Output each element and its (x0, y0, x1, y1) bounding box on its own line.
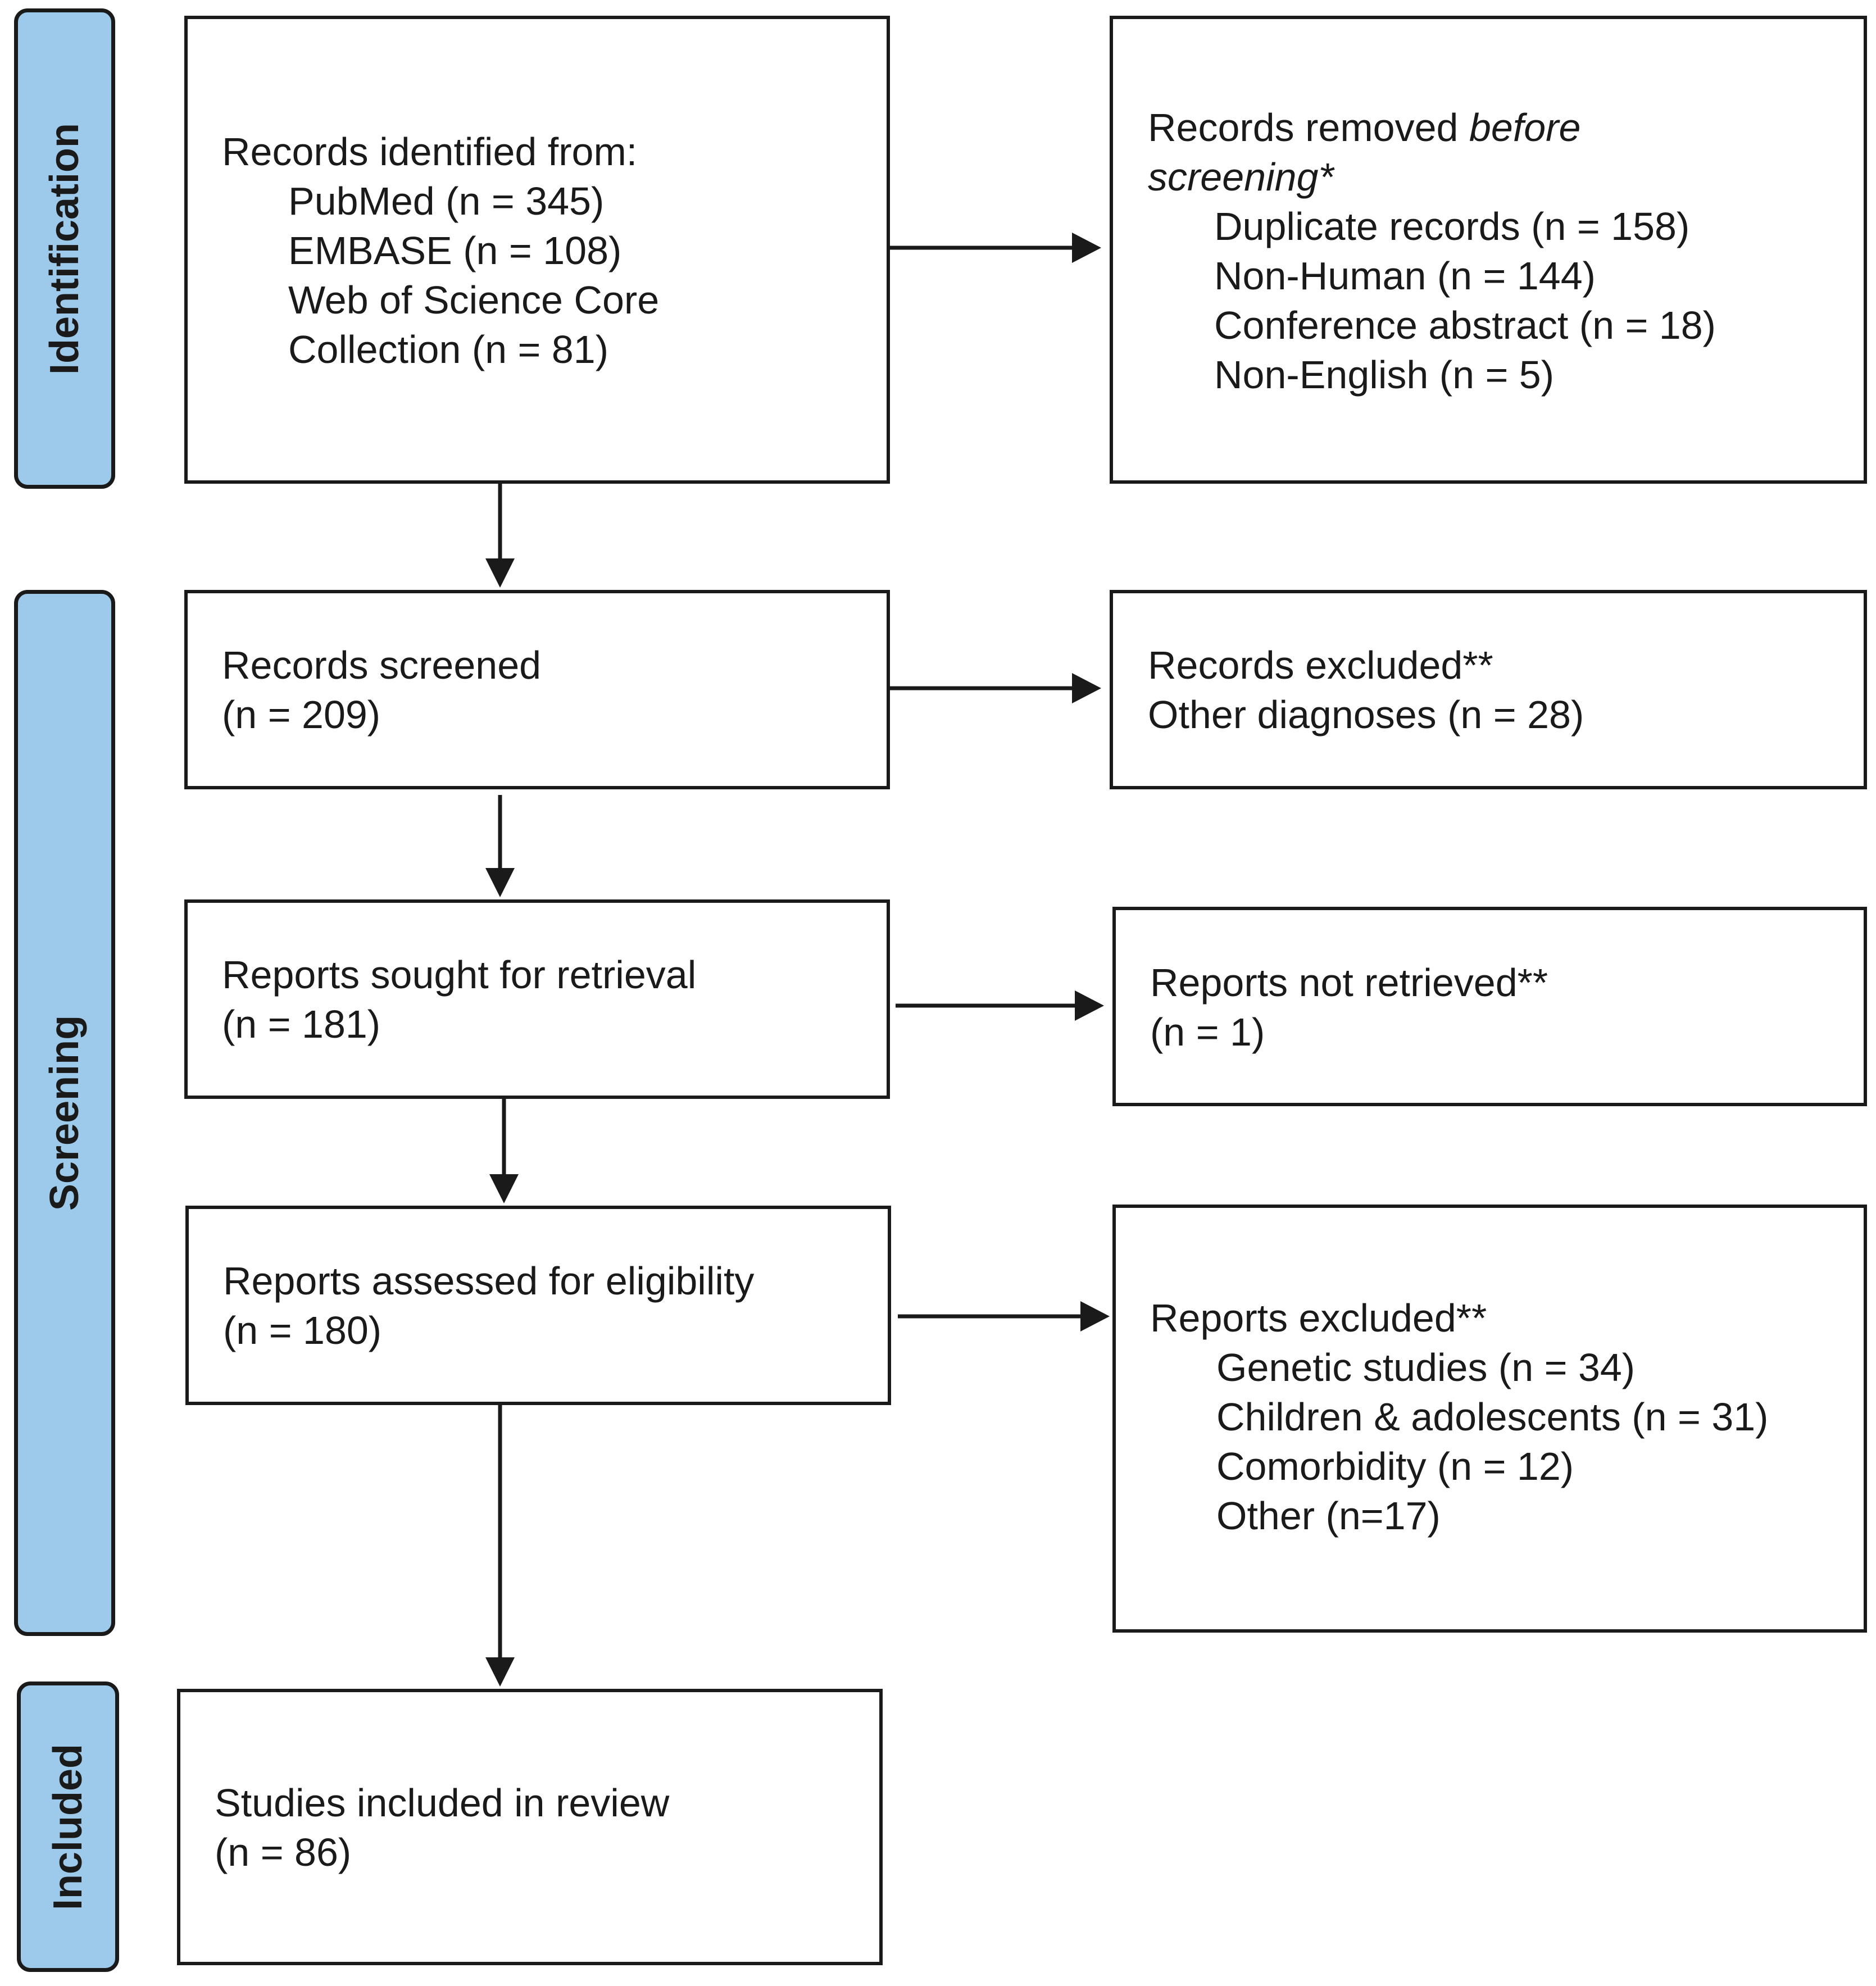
records-excluded-detail: Other diagnoses (n = 28) (1148, 693, 1584, 737)
records-removed-text: Records removed before screening* Duplic… (1148, 103, 1716, 399)
records-excluded-box (1110, 590, 1867, 789)
records-removed-heading-italic: before (1469, 106, 1581, 149)
reports-excluded-item: Children & adolescents (n = 31) (1216, 1395, 1769, 1439)
phase-identification: Identification (14, 8, 115, 489)
reports-not-retrieved-box (1112, 907, 1867, 1106)
reports-excluded-box (1112, 1205, 1867, 1633)
reports-excluded-text: Reports excluded** Genetic studies (n = … (1150, 1293, 1769, 1540)
removed-item: Non-English (n = 5) (1214, 353, 1555, 397)
arrowhead (1072, 233, 1101, 263)
arrowhead (1080, 1301, 1110, 1331)
reports-excluded-item: Genetic studies (n = 34) (1216, 1346, 1636, 1389)
arrowhead (1072, 673, 1101, 703)
reports-sought-text: Reports sought for retrieval (n = 181) (222, 950, 696, 1049)
arrowhead (485, 558, 515, 588)
phase-screening: Screening (14, 590, 115, 1636)
source-item: Collection (n = 81) (288, 328, 609, 371)
studies-included-title: Studies included in review (215, 1781, 670, 1825)
arrowhead (1075, 990, 1104, 1021)
records-identified-box (184, 16, 890, 484)
removed-item: Duplicate records (n = 158) (1214, 204, 1690, 248)
records-removed-heading-line2: screening* (1148, 155, 1334, 199)
arrowhead (489, 1174, 519, 1203)
records-excluded-title: Records excluded** (1148, 643, 1493, 687)
arrowhead (485, 1657, 515, 1687)
records-removed-heading-prefix: Records removed (1148, 106, 1469, 149)
source-item: EMBASE (n = 108) (288, 229, 622, 272)
studies-included-box (177, 1689, 883, 1965)
records-removed-heading: Records removed before (1148, 103, 1716, 152)
reports-assessed-count: (n = 180) (223, 1308, 382, 1352)
records-screened-text: Records screened (n = 209) (222, 640, 541, 739)
reports-excluded-item: Other (n=17) (1216, 1494, 1441, 1538)
records-identified-heading: Records identified from: (222, 130, 638, 174)
removed-item: Non-Human (n = 144) (1214, 254, 1596, 298)
records-screened-count: (n = 209) (222, 693, 381, 737)
records-screened-title: Records screened (222, 643, 542, 687)
removed-item: Conference abstract (n = 18) (1214, 303, 1716, 347)
arrowhead (485, 868, 515, 897)
reports-not-retrieved-count: (n = 1) (1150, 1010, 1265, 1054)
source-item: PubMed (n = 345) (288, 179, 605, 223)
phase-included: Included (17, 1681, 119, 1972)
reports-assessed-text: Reports assessed for eligibility (n = 18… (223, 1256, 754, 1355)
reports-sought-count: (n = 181) (222, 1002, 381, 1046)
reports-assessed-title: Reports assessed for eligibility (223, 1259, 755, 1303)
reports-not-retrieved-title: Reports not retrieved** (1150, 961, 1548, 1005)
reports-excluded-item: Comorbidity (n = 12) (1216, 1444, 1574, 1488)
reports-excluded-title: Reports excluded** (1150, 1296, 1487, 1340)
records-identified-text: Records identified from: PubMed (n = 345… (222, 127, 659, 374)
source-item: Web of Science Core (288, 278, 660, 322)
records-screened-box (184, 590, 890, 789)
records-removed-box (1110, 16, 1867, 484)
reports-sought-title: Reports sought for retrieval (222, 953, 697, 997)
studies-included-count: (n = 86) (215, 1830, 352, 1874)
records-excluded-text: Records excluded** Other diagnoses (n = … (1148, 640, 1584, 739)
reports-sought-box (184, 899, 890, 1099)
reports-assessed-box (185, 1206, 891, 1405)
studies-included-text: Studies included in review (n = 86) (215, 1778, 669, 1877)
reports-not-retrieved-text: Reports not retrieved** (n = 1) (1150, 958, 1548, 1057)
